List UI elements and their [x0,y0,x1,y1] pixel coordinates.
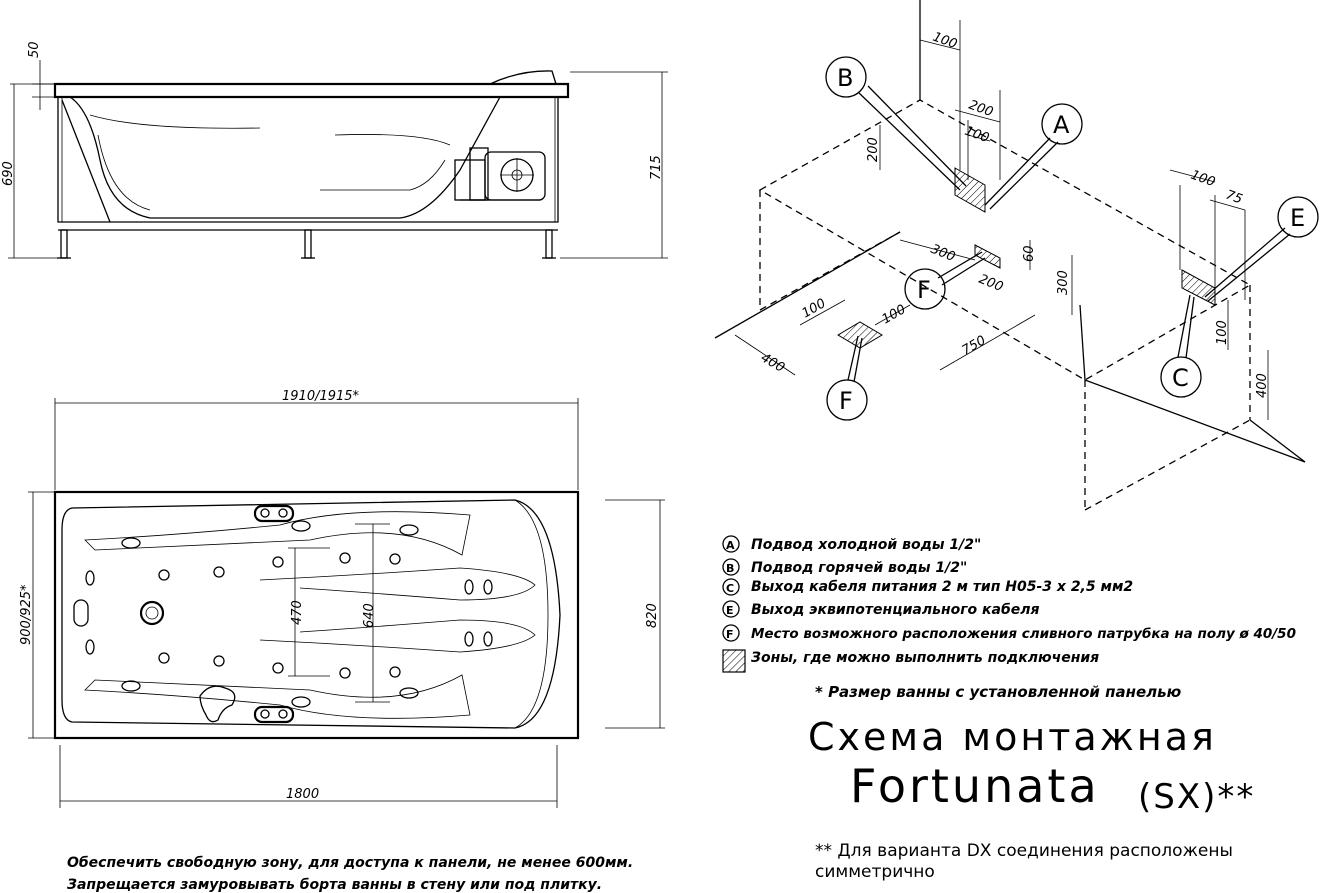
legend-key-c: C [726,582,734,595]
title-line1: Схема монтажная [808,715,1217,759]
legend-item-e: E Выход эквипотенциального кабеля [722,600,1040,618]
air-holes [158,552,401,679]
dim-900: 900/925* [19,584,34,645]
iso-dim-100-top: 100 [931,30,959,53]
dim-1910: 1910/1915* [282,389,360,404]
dim-715: 715 [649,155,664,180]
title-suffix: (SX)** [1138,777,1255,817]
legend-item-b: B Подвод горячей воды 1/2" [722,558,967,576]
legend-item-c: C Выход кабеля питания 2 м тип H05-3 x 2… [722,578,1133,596]
iso-dim-400-right: 400 [1255,373,1270,398]
iso-dim-400-left: 400 [758,350,787,375]
side-view: 50 690 715 [1,41,668,259]
legend-text-c: Выход кабеля питания 2 м тип H05-3 x 2,5… [751,579,1133,595]
iso-dim-100-a: 100 [963,124,991,147]
iso-dim-100-c: 100 [1215,320,1230,345]
iso-dim-300-right: 300 [1056,270,1071,295]
legend-key-b: B [726,562,734,575]
callout-f-wall: F [917,276,931,304]
iso-dim-100-f2: 100 [880,302,909,327]
top-view: 1910/1915* [19,389,665,808]
legend-key-a: A [726,539,735,552]
bottom-note-1: Обеспечить свободную зону, для доступа к… [67,855,633,871]
callout-b: B [837,64,853,92]
jets [85,520,493,708]
footnote-double-line1: ** Для варианта DX соединения расположен… [815,841,1233,861]
footnote-star: * Размер ванны с установленной панелью [815,683,1182,701]
footnote-double-line2: симметрично [815,862,935,882]
callout-c: C [1172,364,1189,392]
legend-item-hatch: Зоны, где можно выполнить подключения [722,649,1099,673]
dim-470: 470 [290,600,305,625]
legend: A Подвод холодной воды 1/2" B Подвод гор… [722,535,1296,673]
iso-view: 100 200 100 200 300 60 200 300 100 100 4… [714,0,1319,511]
dim-820: 820 [645,603,660,628]
legend-text-a: Подвод холодной воды 1/2" [751,537,981,553]
callout-e: E [1290,204,1305,232]
iso-dim-200: 200 [967,98,995,121]
hatch-swatch [722,649,746,673]
iso-dim-750: 750 [960,333,989,358]
dim-690: 690 [1,161,16,186]
legend-text-f: Место возможного расположения сливного п… [751,626,1296,642]
legend-text-b: Подвод горячей воды 1/2" [751,560,967,576]
iso-dim-200-f: 200 [977,272,1006,295]
legend-text-hatch: Зоны, где можно выполнить подключения [751,650,1099,666]
legend-key-e: E [726,604,734,617]
iso-dim-200-left: 200 [866,137,881,162]
dim-640: 640 [362,603,377,628]
iso-dim-60: 60 [1022,245,1037,262]
legend-item-f: F Место возможного расположения сливного… [722,624,1296,642]
dim-1800: 1800 [286,787,319,802]
dim-50: 50 [27,41,42,58]
legend-key-f: F [726,628,734,641]
legend-item-a: A Подвод холодной воды 1/2" [722,535,981,553]
legend-text-e: Выход эквипотенциального кабеля [751,602,1040,618]
iso-dim-100-e: 100 [1189,168,1217,191]
iso-dim-75: 75 [1224,188,1245,208]
title-line2: Fortunata [850,759,1100,813]
bottom-note-2: Запрещается замуровывать борта ванны в с… [67,877,602,893]
callout-f-floor: F [839,387,853,415]
iso-dim-300: 300 [929,242,958,265]
callout-a: A [1053,111,1070,139]
